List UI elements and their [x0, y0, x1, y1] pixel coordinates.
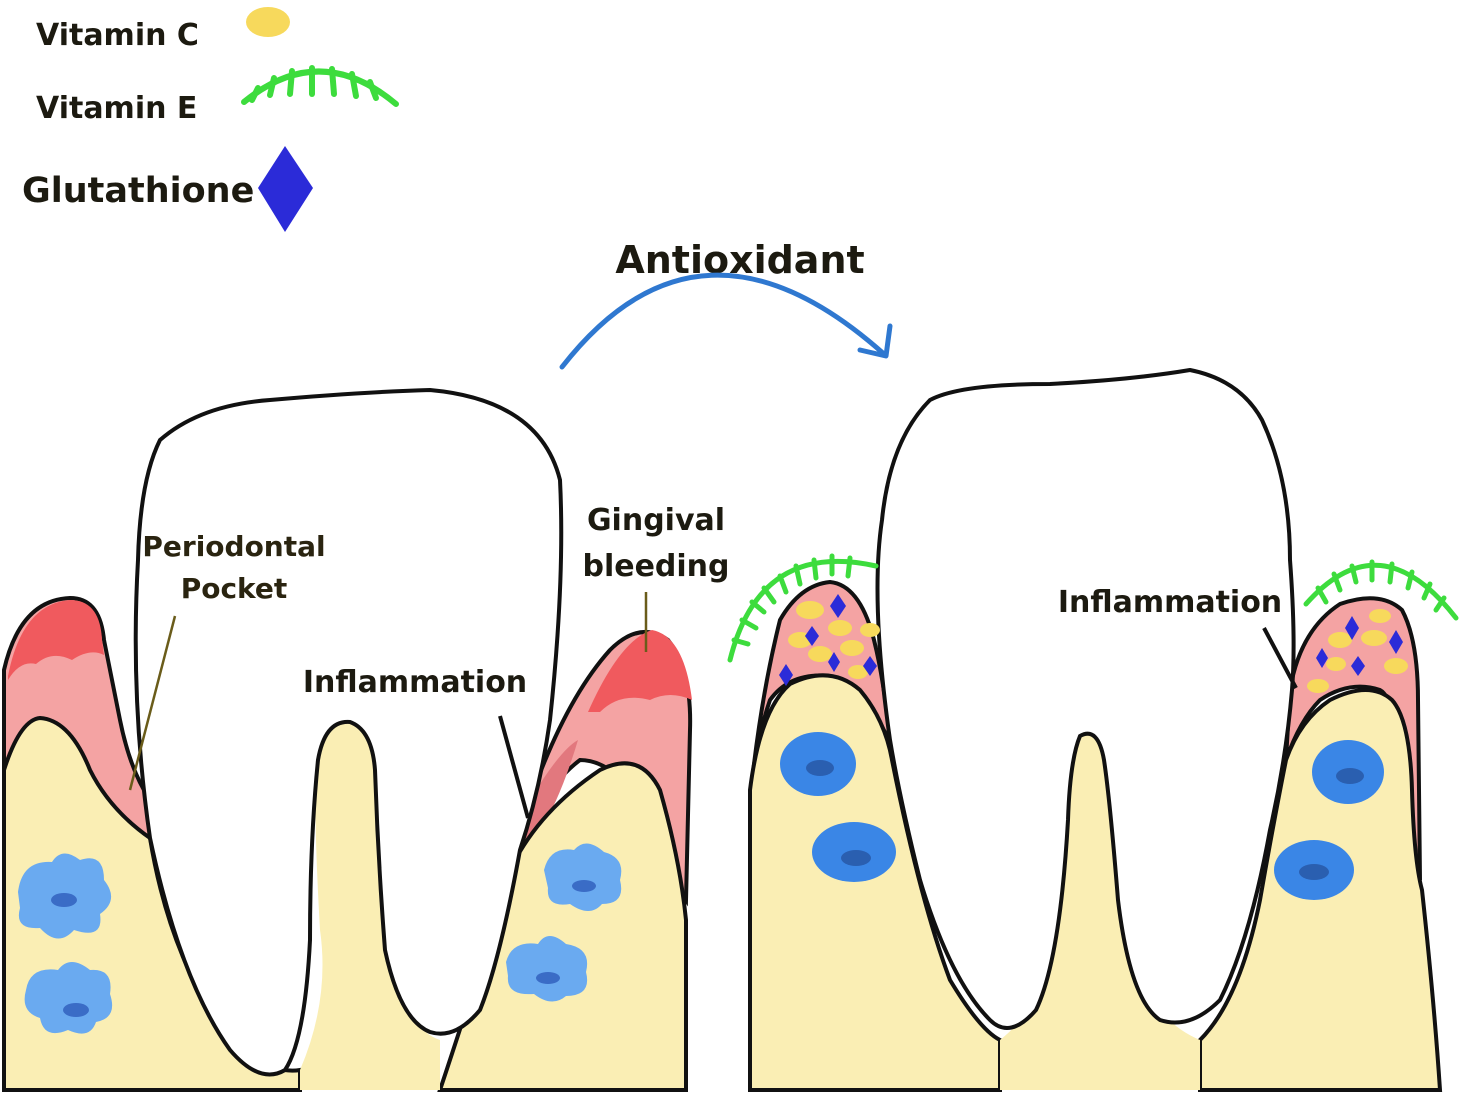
legend-label-vitamin-e: Vitamin E — [36, 91, 197, 126]
vitamin-e-icon — [241, 65, 399, 107]
legend: Vitamin C Vitamin E Glutathione — [22, 7, 399, 232]
tooth-treated — [875, 367, 1296, 1030]
left-panel-diseased: Periodontal Pocket Gingival bleeding Inf… — [1, 387, 730, 1092]
vitamin-c-particles-right — [1307, 609, 1408, 693]
cell-right-2 — [506, 936, 588, 1002]
pocket-leader-line — [128, 615, 177, 791]
glutathione-particles-left — [779, 594, 877, 686]
cell-nucleus — [536, 972, 560, 984]
cell-nucleus — [63, 1003, 89, 1017]
cell-left-2 — [24, 962, 113, 1034]
vitamin-c-icon — [246, 7, 290, 37]
cell-nucleus — [51, 893, 77, 907]
vitamin-e-arc-right — [1303, 559, 1459, 621]
cell-right-1 — [544, 843, 622, 911]
periodontal-pocket-label-line2: Pocket — [181, 572, 288, 605]
periodontal-pocket-label-line1: Periodontal — [142, 530, 325, 563]
curved-arrow-icon — [559, 272, 887, 370]
legend-label-vitamin-c: Vitamin C — [36, 18, 199, 53]
bone-center-diseased — [300, 721, 440, 1090]
antioxidant-arrow: Antioxidant — [559, 238, 893, 370]
cell-nucleus — [841, 850, 871, 866]
inflammation-leader-line — [498, 715, 530, 819]
glutathione-particles-right — [1316, 616, 1403, 676]
inflammation-label-right: Inflammation — [1058, 585, 1282, 620]
inflammation-label-left: Inflammation — [303, 665, 527, 700]
glutathione-icon — [258, 146, 313, 232]
right-panel-treated: Inflammation — [727, 367, 1459, 1092]
legend-label-glutathione: Glutathione — [22, 171, 254, 211]
bleeding-left-gum — [8, 600, 104, 680]
gingival-bleeding-label-line1: Gingival — [587, 503, 725, 538]
cell-nucleus — [572, 880, 596, 892]
tooth-diseased — [133, 387, 564, 1077]
cell-nucleus — [1299, 864, 1329, 880]
bleeding-right-gum — [588, 630, 692, 712]
gum-right-diseased — [510, 630, 693, 907]
inflammation-leader-line-right — [1262, 627, 1298, 689]
cell-nucleus — [806, 760, 834, 776]
cell-nucleus — [1336, 768, 1364, 784]
gingival-bleeding-label-line2: bleeding — [582, 549, 729, 584]
arrow-head-icon — [857, 323, 893, 359]
inflamed-gum-edge — [512, 740, 578, 866]
vitamin-e-arc-left — [727, 553, 879, 663]
vitamin-c-particles-left — [788, 601, 880, 679]
